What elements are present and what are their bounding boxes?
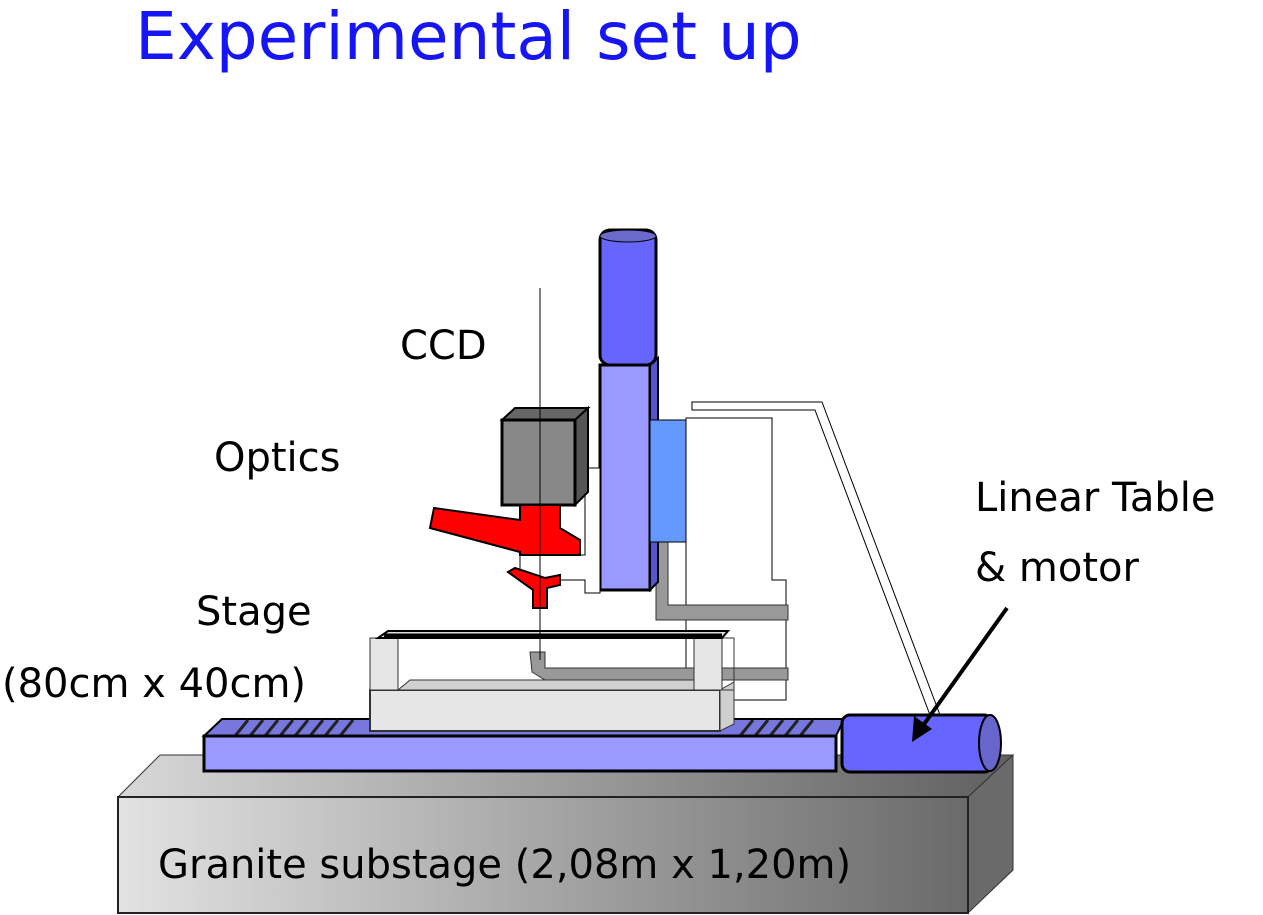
- label-granite: Granite substage (2,08m x 1,20m): [158, 842, 852, 888]
- stage: [369, 630, 735, 732]
- label-stage-size: (80cm x 40cm): [2, 661, 307, 707]
- arrow-icon: [912, 606, 1009, 742]
- motor-cylinder: [840, 713, 1002, 774]
- ccd-camera: [499, 405, 591, 508]
- carriage-block: [649, 419, 687, 543]
- optics: [428, 504, 581, 609]
- label-linear-table: Linear Table: [975, 475, 1216, 521]
- label-ccd: CCD: [400, 323, 487, 369]
- label-optics: Optics: [214, 435, 341, 481]
- label-motor: & motor: [975, 545, 1139, 591]
- slide-title: Experimental set up: [135, 0, 802, 75]
- support-arm: [529, 539, 789, 681]
- z-column: [598, 228, 659, 593]
- granite-substage: [116, 753, 1015, 915]
- label-stage: Stage: [196, 589, 312, 635]
